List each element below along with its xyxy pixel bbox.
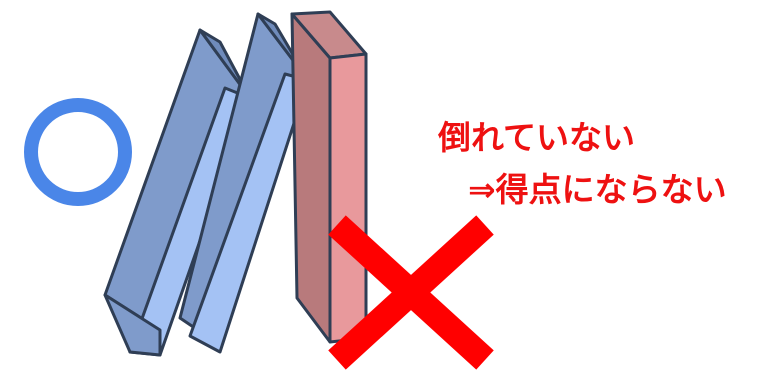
caption-no-score: ⇒得点にならない [468,170,727,209]
correct-mark-circle [24,98,132,206]
wrong-mark-cross [328,215,494,370]
standing-block [290,10,368,344]
caption-not-fallen: 倒れていない [438,118,636,157]
fallen-block-left [103,28,252,357]
fallen-block-middle [178,12,310,354]
